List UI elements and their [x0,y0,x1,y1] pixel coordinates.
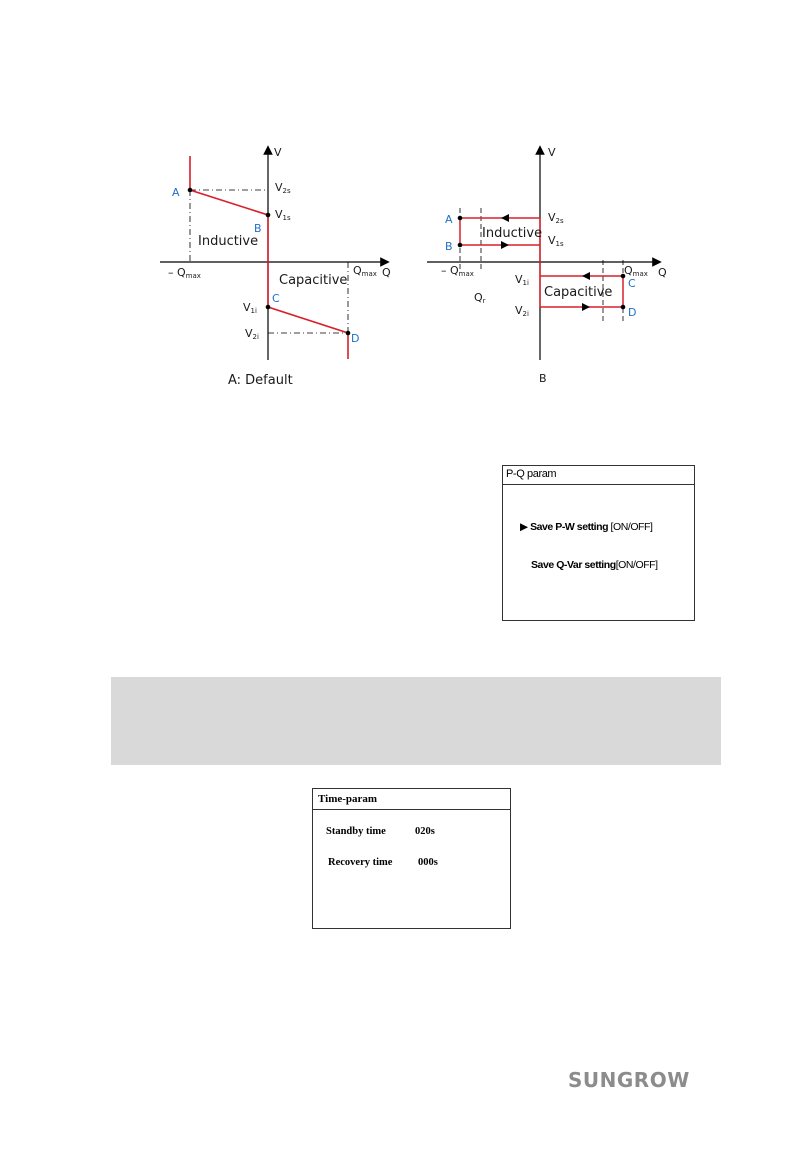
save-pw-label: Save P-W setting [530,521,608,533]
standby-time-item[interactable]: Standby time 020s [326,826,496,837]
save-qvar-label: Save Q-Var setting [531,559,616,571]
qv-curve [190,156,348,359]
play-triangle-icon: ▶ [520,521,528,533]
point-d-label: D [351,332,359,345]
recovery-time-label: Recovery time [328,857,392,868]
point-d-label: D [628,306,636,319]
v2i-label: V2i [515,304,529,318]
standby-time-value: 020s [415,826,435,837]
sungrow-logo: SUNGROW [568,1068,710,1092]
point-b-label: B [445,240,453,253]
pq-param-title: P-Q param [503,466,694,485]
standby-time-label: Standby time [326,826,386,837]
point-c-label: C [272,292,280,305]
figure-b-qv-hysteresis: V Q V2s V1s V1i V2i – Qmax Qmax Qr A B C… [425,140,675,390]
q-axis-label: Q [658,266,667,279]
v2i-label: V2i [245,327,259,341]
recovery-time-item[interactable]: Recovery time 000s [328,857,498,868]
save-qvar-setting-item[interactable]: Save Q-Var setting[ON/OFF] [531,559,658,571]
neg-qmax-label: – Qmax [168,266,201,280]
v1s-label: V1s [548,234,564,248]
neg-qmax-label: – Qmax [441,264,474,278]
pq-param-screen: P-Q param ▶ Save P-W setting [ON/OFF] Sa… [502,465,695,621]
v-axis-label: V [548,146,556,159]
point-a-label: A [445,213,453,226]
inductive-label: Inductive [482,226,542,241]
figure-a-caption: A: Default [228,373,293,388]
qr-label: Qr [474,291,486,305]
note-box [111,677,721,765]
capacitive-label: Capacitive [279,273,347,288]
recovery-time-value: 000s [418,857,438,868]
inductive-label: Inductive [198,234,258,249]
figure-a-qv-curve: V Q V2s V1s V1i V2i – Qmax Qmax A B C D … [160,140,400,390]
v1i-label: V1i [515,273,529,287]
save-qvar-value: [ON/OFF] [616,559,658,571]
qmax-label: Qmax [624,264,648,278]
point-a-label: A [172,186,180,199]
qmax-label: Qmax [353,264,377,278]
v1s-label: V1s [275,208,291,222]
point-c-label: C [628,277,636,290]
v2s-label: V2s [548,211,564,225]
save-pw-setting-item[interactable]: ▶ Save P-W setting [ON/OFF] [520,521,652,533]
save-pw-value: [ON/OFF] [611,521,653,533]
capacitive-label: Capacitive [544,285,612,300]
v-axis-label: V [274,146,282,159]
q-axis-label: Q [382,266,391,279]
svg-text:SUNGROW: SUNGROW [568,1068,690,1092]
figure-b-caption: B [539,372,547,385]
time-param-screen: Time-param Standby time 020s Recovery ti… [312,788,511,929]
v2s-label: V2s [275,181,291,195]
time-param-title: Time-param [313,789,510,810]
v1i-label: V1i [243,301,257,315]
